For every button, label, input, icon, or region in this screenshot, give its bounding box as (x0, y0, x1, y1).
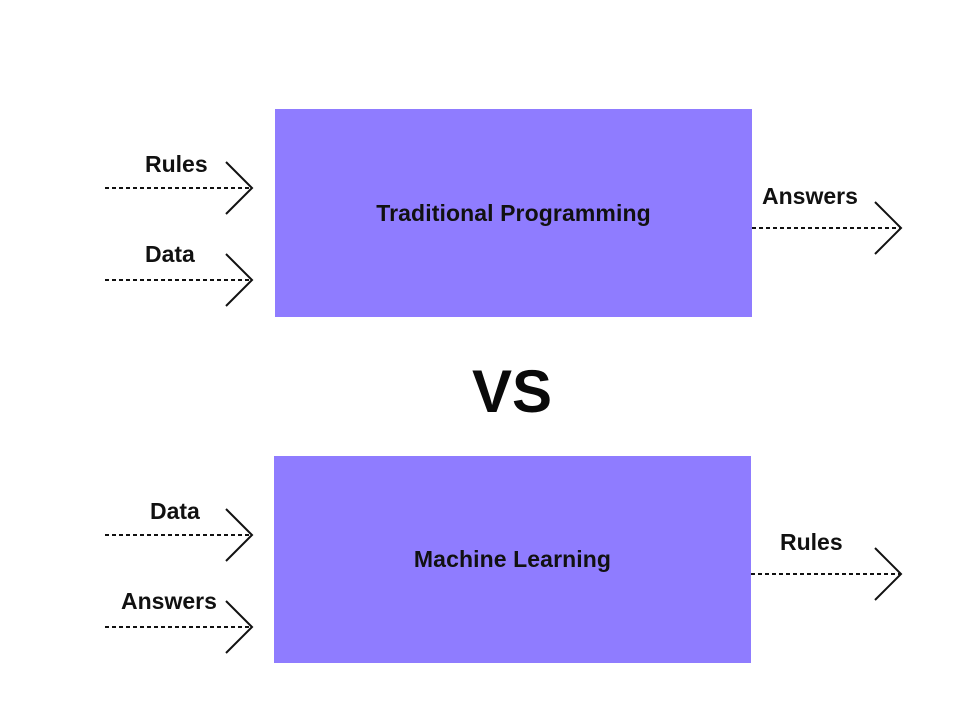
vs-separator: VS (471, 358, 553, 425)
arrow-tp-input-data (105, 253, 254, 307)
arrow-tp-input-rules (105, 161, 254, 215)
traditional-programming-box: Traditional Programming (275, 109, 752, 317)
ml-input-data-label: Data (150, 498, 200, 524)
ml-output-rules-label: Rules (780, 529, 843, 555)
arrow-ml-input-answers (105, 600, 254, 654)
arrow-ml-input-data (105, 508, 254, 562)
arrow-ml-output-rules (751, 547, 903, 601)
arrow-tp-output-answers (752, 201, 903, 255)
ml-input-answers-label: Answers (121, 588, 217, 614)
machine-learning-title: Machine Learning (413, 546, 612, 572)
tp-input-rules-label: Rules (145, 151, 208, 177)
tp-input-data-label: Data (145, 241, 195, 267)
machine-learning-box: Machine Learning (274, 456, 751, 663)
traditional-programming-title: Traditional Programming (376, 199, 651, 226)
tp-output-answers-label: Answers (762, 183, 858, 209)
